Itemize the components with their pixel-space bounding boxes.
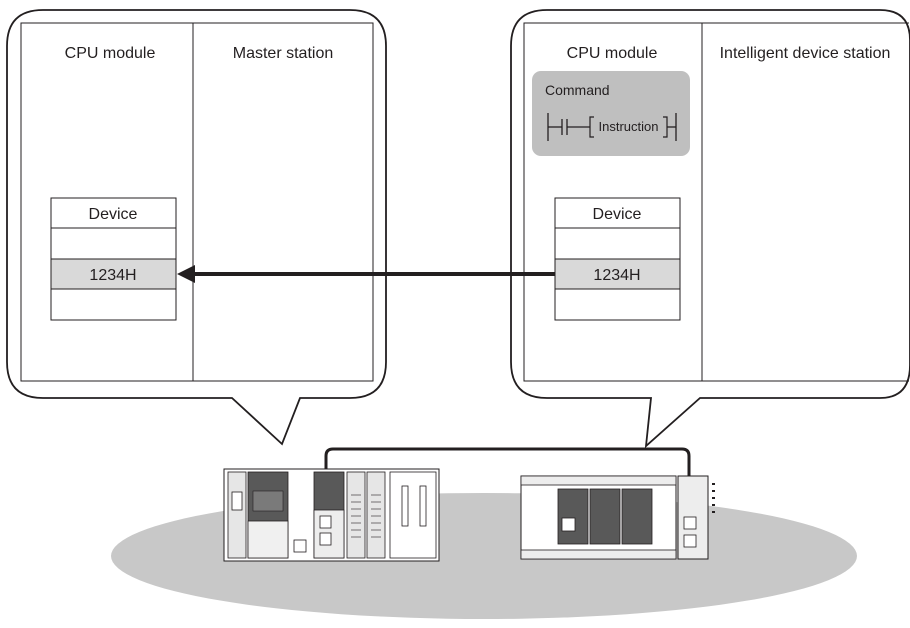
left-station-label: Master station [233,45,333,62]
right-device-table: Device 1234H [554,197,681,321]
plc-io-module-1 [346,471,366,559]
network-ellipse [111,493,857,619]
left-callout-frame [20,22,374,382]
left-device-header-cell [50,197,177,229]
plc-cpu-display [252,490,284,512]
right-device-value: 1234H [593,267,640,284]
left-device-row-1 [50,227,177,260]
left-callout: CPU module Master station Device 1234H [6,9,387,446]
fx-network-port-1 [683,516,697,530]
right-callout-frame [523,22,909,382]
command-box-bg [532,71,690,156]
right-device-row-1 [554,227,681,260]
plc-network-port-2 [319,532,332,546]
plc-slot-connector-1 [401,485,409,527]
fx-plc-cover-left [557,488,589,545]
fx-plc-top-terminals [520,475,677,486]
right-cpu-module-label: CPU module [567,45,658,62]
fx-network-leds [712,483,715,513]
right-callout: CPU module Intelligent device station Co… [510,9,910,449]
fx-network-port-2 [683,534,697,548]
right-device-header-cell [554,197,681,229]
plc-power-module [227,471,247,559]
ladder-contact-icon [547,113,677,141]
plc-cpu-lower [247,520,289,559]
right-station-label: Intelligent device station [720,45,891,62]
left-device-header: Device [89,206,138,223]
command-box: Command Instruction [532,71,690,156]
fx-plc-cover-right [621,488,653,545]
plc-power-switch [231,491,243,511]
plc-io-terminals [351,494,381,538]
left-cpu-module-label: CPU module [65,45,156,62]
command-label: Command [545,82,610,98]
plc-empty-slot [389,471,437,559]
master-station-plc [223,468,440,562]
transfer-arrow [177,265,555,283]
right-device-header: Device [593,206,642,223]
left-callout-bubble [6,9,387,446]
plc-network-port-1 [319,515,332,529]
instruction-bracket-icon [589,116,668,138]
instruction-label: Instruction [599,119,659,134]
left-device-value: 1234H [89,267,136,284]
fx-plc-ethernet-port [561,517,576,532]
plc-io-module-2 [366,471,386,559]
plc-cpu-port [293,539,307,553]
intelligent-device-plc [520,475,715,560]
right-device-row-3 [554,288,681,321]
network-cable [324,447,691,522]
left-device-row-3 [50,288,177,321]
fx-plc-bottom-terminals [520,549,677,560]
left-device-table: Device 1234H [50,197,177,321]
plc-slot-connector-2 [419,485,427,527]
fx-plc-cover-middle [589,488,621,545]
transfer-arrow-head [177,265,195,283]
